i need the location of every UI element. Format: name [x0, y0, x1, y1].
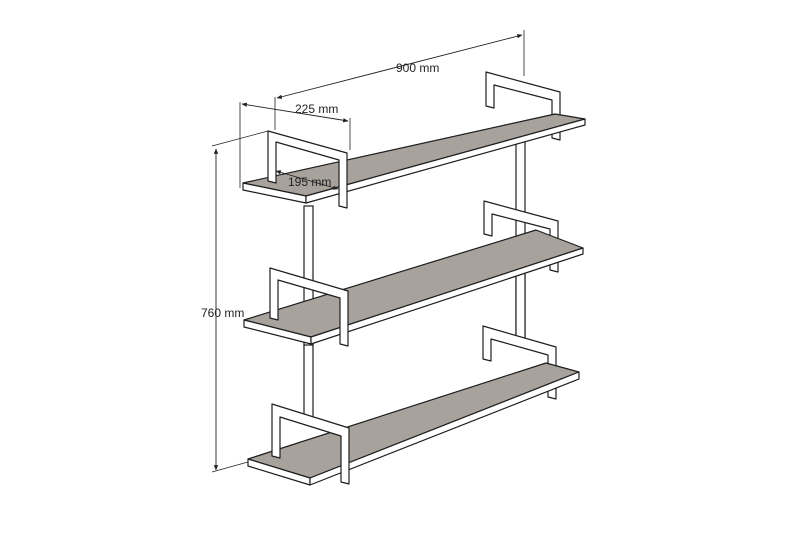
bracket-top-left [267, 130, 348, 209]
bracket-middle-left [269, 267, 349, 347]
board-top-long-edge [305, 118, 586, 204]
dimension-height: 760 mm [201, 130, 269, 473]
label-width: 900 mm [396, 61, 439, 75]
label-depth: 225 mm [295, 102, 338, 116]
dimension-line-shelf-depth [275, 170, 339, 190]
shelf-bottom [247, 325, 580, 486]
bracket-bottom-left [271, 403, 350, 485]
dimension-width: 900 mm [274, 30, 525, 130]
left-post-lower [303, 344, 314, 422]
dimension-line-width [276, 34, 523, 99]
dimension-shelf-depth: 195 mm [275, 170, 339, 190]
dimension-line-depth [241, 102, 349, 123]
dimension-depth: 225 mm [239, 102, 351, 188]
right-post-lower [515, 267, 526, 341]
label-height: 760 mm [201, 306, 244, 320]
bracket-top-right [485, 71, 561, 141]
label-shelf-depth: 195 mm [288, 175, 331, 189]
shelf-middle [243, 200, 584, 347]
board-bottom-long-edge [309, 371, 580, 486]
bracket-bottom-right [482, 325, 557, 400]
board-middle-long-edge [310, 247, 584, 345]
